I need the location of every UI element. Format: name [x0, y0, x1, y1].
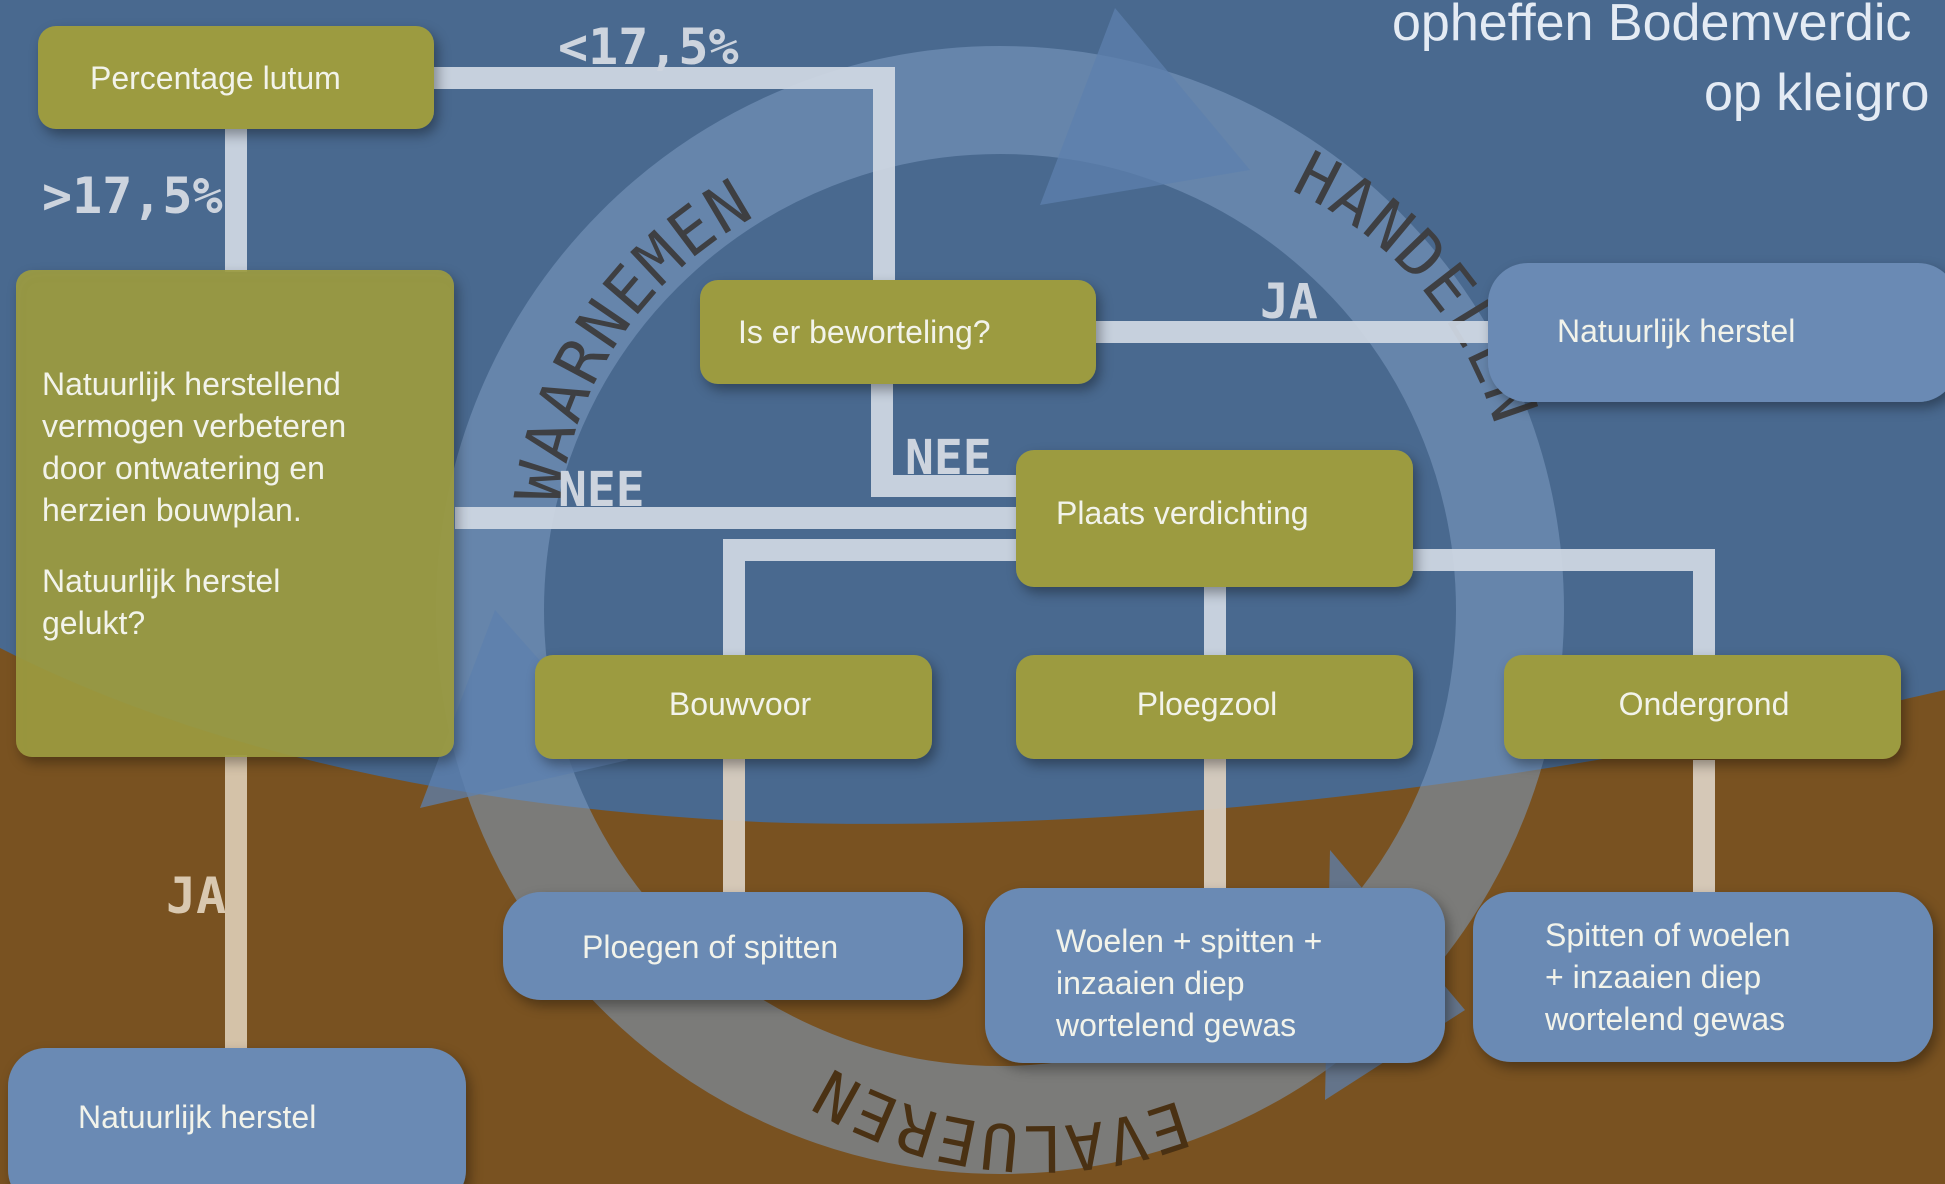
node-herstellend-vermogen: [16, 270, 454, 757]
connector-lutum-to-beworteling: [430, 67, 895, 284]
node-spitten-woelen: [1473, 892, 1933, 1062]
node-percentage-lutum: [38, 26, 434, 129]
node-ploegzool: [1016, 655, 1413, 759]
text-beworteling: Is er beworteling?: [738, 314, 991, 350]
text-ondergrond: Ondergrond: [1619, 686, 1790, 722]
connector-plaats-to-ondergrond: [1410, 549, 1715, 656]
text-ploegzool: Ploegzool: [1137, 686, 1278, 722]
text-herstellend: Natuurlijk herstellend vermogen verbeter…: [42, 366, 355, 528]
node-bouwvoor: [535, 655, 932, 759]
connector-beworteling-to-plaats: [871, 384, 1018, 497]
label-ja-bottom: JA: [166, 867, 226, 925]
label-greater-than-17-5: >17,5%: [42, 167, 223, 225]
connector-plaats-to-bouwvoor: [723, 539, 1018, 656]
text-woelen: Woelen + spitten + inzaaien diep wortele…: [1055, 923, 1331, 1043]
label-nee-mid: NEE: [905, 430, 992, 486]
text-percentage-lutum: Percentage lutum: [90, 60, 341, 96]
node-woelen-spitten: [985, 888, 1445, 1063]
text-ploegen-of-spitten: Ploegen of spitten: [582, 929, 838, 965]
label-less-than-17-5: <17,5%: [558, 18, 739, 76]
node-natuurlijk-herstel-top: [1488, 263, 1945, 402]
connectors: [225, 67, 1715, 1050]
cycle-arrowhead-top: [1040, 8, 1250, 205]
text-spitten: Spitten of woelen + inzaaien diep wortel…: [1544, 917, 1799, 1037]
node-ondergrond: [1504, 655, 1901, 759]
label-ja-top: JA: [1260, 274, 1318, 330]
label-nee-left: NEE: [558, 462, 645, 518]
node-beworteling: [700, 280, 1096, 384]
cycle-ring: [436, 46, 1564, 1174]
node-ploegen-of-spitten: [503, 892, 963, 1000]
text-gelukt: Natuurlijk herstel gelukt?: [42, 563, 289, 641]
text-bouwvoor: Bouwvoor: [669, 686, 812, 722]
text-plaats-verdichting: Plaats verdichting: [1056, 495, 1309, 531]
text-natuurlijk-herstel-bottom: Natuurlijk herstel: [78, 1099, 316, 1135]
page-title-line2: op kleigro: [1704, 64, 1929, 122]
page-title-line1: opheffen Bodemverdic: [1392, 0, 1911, 52]
node-natuurlijk-herstel-bottom: [8, 1048, 466, 1184]
text-natuurlijk-herstel-top: Natuurlijk herstel: [1557, 313, 1795, 349]
node-plaats-verdichting: [1016, 450, 1413, 587]
